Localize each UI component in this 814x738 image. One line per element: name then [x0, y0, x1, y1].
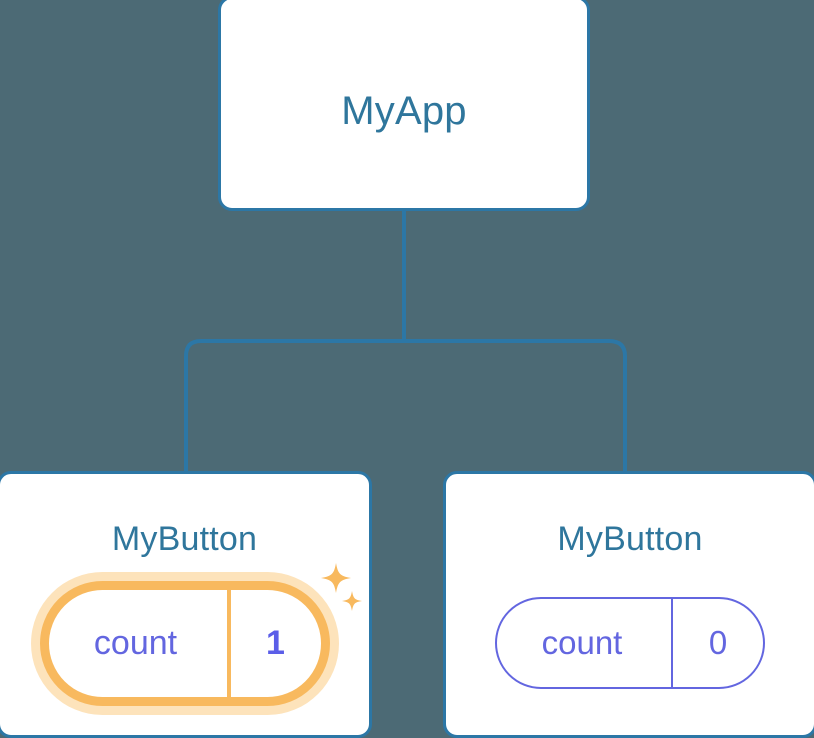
state-pill-1-key: count — [497, 599, 673, 687]
state-pill-0[interactable]: count 1 — [39, 581, 330, 706]
sparkle-small-icon — [341, 591, 362, 611]
sparkles-group — [320, 563, 362, 611]
state-pill-0-value: 1 — [266, 624, 285, 662]
state-pill-0-key: count — [49, 590, 231, 697]
node-myapp[interactable]: MyApp — [218, 0, 590, 211]
state-pill-1-value: 0 — [708, 624, 728, 661]
node-mybutton-0-title: MyButton — [111, 520, 258, 558]
node-mybutton-1[interactable]: MyButton count 0 — [443, 471, 814, 738]
state-pill-wrapper: count 0 — [495, 597, 765, 689]
state-pill-1[interactable]: count 0 — [495, 597, 765, 689]
state-pill-highlighted-wrapper: count 1 — [30, 563, 362, 715]
sparkle-large-icon — [320, 563, 351, 593]
node-mybutton-1-title: MyButton — [557, 520, 703, 558]
node-mybutton-0[interactable]: MyButton count 1 — [0, 471, 372, 738]
connector-branch-bar — [184, 339, 627, 471]
node-myapp-title: MyApp — [341, 89, 467, 133]
